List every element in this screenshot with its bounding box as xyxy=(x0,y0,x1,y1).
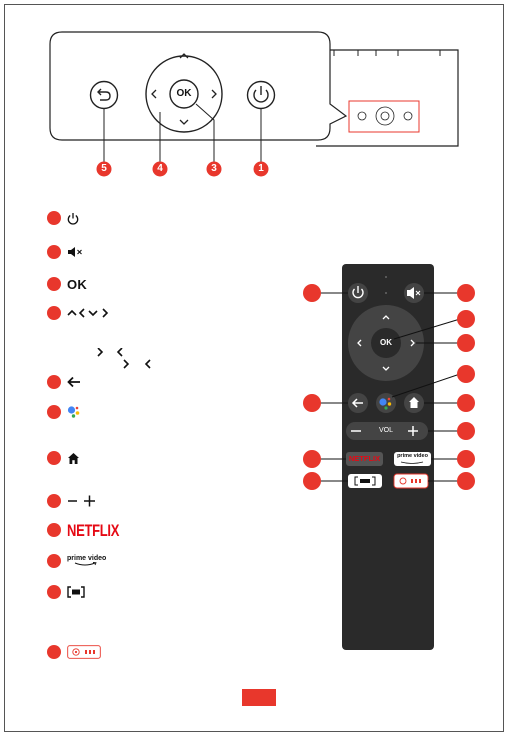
legend-row-power xyxy=(47,210,79,226)
legend-row-back xyxy=(47,374,81,390)
screen-capture-icon xyxy=(67,586,85,598)
legend-row-screen xyxy=(47,584,85,600)
callout-number-4: 4 xyxy=(153,163,167,174)
volume-minus-plus-icon xyxy=(67,495,97,507)
legend-dot xyxy=(47,523,61,537)
legend-dot xyxy=(47,405,61,419)
remote-ok-label: OK xyxy=(376,338,396,347)
prime-video-label: prime video xyxy=(67,555,106,562)
legend-row-assistant xyxy=(47,404,81,420)
legend-row-settings xyxy=(47,644,101,660)
dpad-ok-label: OK xyxy=(173,88,195,99)
legend-row-home xyxy=(47,450,80,466)
legend-dot xyxy=(47,211,61,225)
legend-row-volume xyxy=(47,493,97,509)
prime-video-logo: prime video xyxy=(67,555,106,567)
google-assistant-icon xyxy=(67,405,81,419)
remote-netflix-label: NETFLIX xyxy=(346,454,383,463)
legend-dot xyxy=(47,306,61,320)
legend-dot xyxy=(47,645,61,659)
legend-row-ok: OK xyxy=(47,276,87,292)
legend-row-mute xyxy=(47,244,83,260)
projector-settings-icon xyxy=(67,645,101,659)
remote-prime-label: prime video xyxy=(394,453,431,459)
legend-dot xyxy=(47,375,61,389)
home-icon xyxy=(67,452,80,465)
arrow-combination-icons xyxy=(94,348,154,370)
legend-row-arrows xyxy=(47,305,111,321)
mute-icon xyxy=(67,246,83,258)
legend-dot xyxy=(47,245,61,259)
callout-number-3: 3 xyxy=(207,163,221,174)
prime-smile-icon xyxy=(67,562,103,567)
remote-vol-label: VOL xyxy=(374,427,398,434)
ok-label: OK xyxy=(67,277,87,292)
back-arrow-icon xyxy=(67,376,81,388)
legend-dot xyxy=(47,451,61,465)
legend-row-netflix: NETFLIX xyxy=(47,522,119,538)
direction-arrows-icon xyxy=(67,307,111,319)
device-panel-illustration xyxy=(0,0,510,190)
legend-dot xyxy=(47,277,61,291)
callout-number-1: 1 xyxy=(254,163,268,174)
netflix-logo: NETFLIX xyxy=(67,521,119,540)
page-number-bar xyxy=(242,689,276,706)
legend-dot xyxy=(47,585,61,599)
legend-dot xyxy=(47,494,61,508)
power-icon xyxy=(67,212,79,225)
callout-number-5: 5 xyxy=(97,163,111,174)
legend-row-prime: prime video xyxy=(47,553,106,569)
remote-control-illustration xyxy=(290,255,490,655)
legend-dot xyxy=(47,554,61,568)
